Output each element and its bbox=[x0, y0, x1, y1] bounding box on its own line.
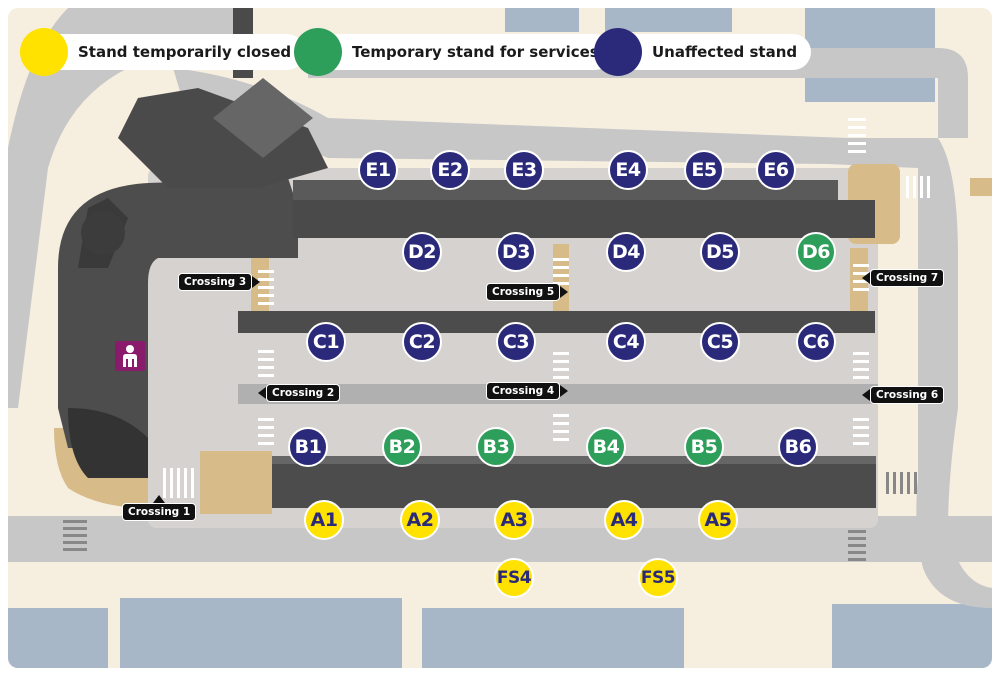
stand-c1[interactable]: C1 bbox=[306, 322, 346, 362]
stand-c3[interactable]: C3 bbox=[496, 322, 536, 362]
stand-e2[interactable]: E2 bbox=[430, 150, 470, 190]
stand-c2[interactable]: C2 bbox=[402, 322, 442, 362]
bus-station-map: Stand temporarily closed Temporary stand… bbox=[8, 8, 992, 668]
stand-d5[interactable]: D5 bbox=[700, 232, 740, 272]
legend-item-closed: Stand temporarily closed bbox=[20, 28, 306, 76]
stand-e4[interactable]: E4 bbox=[608, 150, 648, 190]
stand-c5[interactable]: C5 bbox=[700, 322, 740, 362]
legend-item-services: Temporary stand for services bbox=[294, 28, 613, 76]
closed-legend-swatch bbox=[20, 28, 68, 76]
stand-fs4[interactable]: FS4 bbox=[494, 558, 534, 598]
services-legend-swatch bbox=[294, 28, 342, 76]
stand-a3[interactable]: A3 bbox=[494, 500, 534, 540]
stand-a2[interactable]: A2 bbox=[400, 500, 440, 540]
stand-b4[interactable]: B4 bbox=[586, 427, 626, 467]
stand-e1[interactable]: E1 bbox=[358, 150, 398, 190]
crossing-4-label: Crossing 4 bbox=[486, 382, 569, 400]
legend-label: Stand temporarily closed bbox=[78, 43, 292, 61]
stand-d4[interactable]: D4 bbox=[606, 232, 646, 272]
stand-c4[interactable]: C4 bbox=[606, 322, 646, 362]
crossing-1-label: Crossing 1 bbox=[122, 495, 197, 521]
side-marker bbox=[970, 178, 992, 196]
stand-a5[interactable]: A5 bbox=[698, 500, 738, 540]
stand-e6[interactable]: E6 bbox=[756, 150, 796, 190]
stand-d2[interactable]: D2 bbox=[402, 232, 442, 272]
stand-d6[interactable]: D6 bbox=[796, 232, 836, 272]
stand-fs5[interactable]: FS5 bbox=[638, 558, 678, 598]
stand-b6[interactable]: B6 bbox=[778, 427, 818, 467]
person-icon-glyph bbox=[123, 345, 137, 367]
crossing-6-label: Crossing 6 bbox=[861, 386, 945, 404]
stand-b2[interactable]: B2 bbox=[382, 427, 422, 467]
legend-item-unaffected: Unaffected stand bbox=[594, 28, 812, 76]
stand-a1[interactable]: A1 bbox=[304, 500, 344, 540]
crossing-3-label: Crossing 3 bbox=[178, 273, 261, 291]
stand-b1[interactable]: B1 bbox=[288, 427, 328, 467]
zebra-crossings bbox=[163, 118, 930, 498]
bus-platforms bbox=[238, 180, 878, 508]
crossing-7-label: Crossing 7 bbox=[861, 269, 945, 287]
stand-b5[interactable]: B5 bbox=[684, 427, 724, 467]
crossing-5-label: Crossing 5 bbox=[486, 283, 569, 301]
unaffected-legend-swatch bbox=[594, 28, 642, 76]
stand-e5[interactable]: E5 bbox=[684, 150, 724, 190]
stand-c6[interactable]: C6 bbox=[796, 322, 836, 362]
stand-a4[interactable]: A4 bbox=[604, 500, 644, 540]
road-markings bbox=[63, 472, 917, 561]
crossing-2-label: Crossing 2 bbox=[257, 384, 341, 402]
stand-e3[interactable]: E3 bbox=[504, 150, 544, 190]
person-icon[interactable] bbox=[115, 341, 145, 371]
legend-label: Temporary stand for services bbox=[352, 43, 599, 61]
stand-d3[interactable]: D3 bbox=[496, 232, 536, 272]
stand-b3[interactable]: B3 bbox=[476, 427, 516, 467]
surrounding-buildings bbox=[8, 8, 992, 668]
legend-label: Unaffected stand bbox=[652, 43, 798, 61]
